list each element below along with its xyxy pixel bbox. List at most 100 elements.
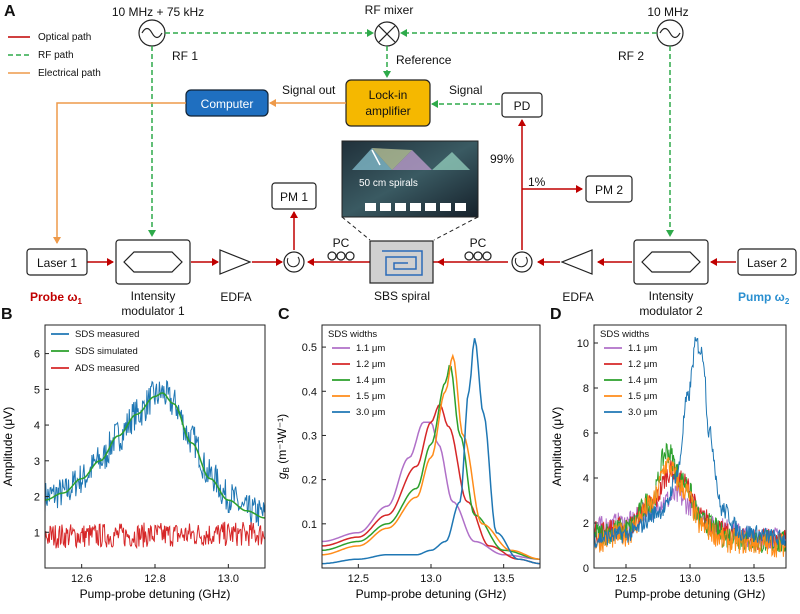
pct1-label: 1% <box>528 175 546 189</box>
legend-entry-1: 1.2 μm <box>356 359 385 370</box>
y-tick-label: 1 <box>34 527 40 539</box>
legend-entry-2: 1.4 μm <box>356 375 385 386</box>
y-tick-label: 4 <box>34 420 40 432</box>
x-tick-label: 13.5 <box>493 573 514 585</box>
optical-paths <box>87 119 736 266</box>
modulator2-icon <box>641 251 701 273</box>
modulator2-label-2: modulator 2 <box>639 304 703 318</box>
signal-label: Signal <box>449 83 482 97</box>
modulator1-label-2: modulator 1 <box>121 304 185 318</box>
edfa1-icon <box>219 249 252 275</box>
x-tick-label: 13.0 <box>420 573 441 585</box>
rf2-source-icon <box>656 19 684 47</box>
legend-entry-1: SDS simulated <box>75 346 138 357</box>
rf-paths <box>148 29 674 237</box>
edfa2-label: EDFA <box>562 290 593 304</box>
y-tick-label: 4 <box>583 473 589 485</box>
rf2-frequency: 10 MHz <box>647 5 688 19</box>
y-axis-label-unit: (m⁻¹W⁻¹) <box>275 414 289 467</box>
laser2-label: Laser 2 <box>747 256 787 270</box>
y-tick-label: 2 <box>34 492 40 504</box>
panel-d-label: D <box>550 306 562 323</box>
rf2-label: RF 2 <box>618 49 644 63</box>
x-tick-label: 12.5 <box>615 573 636 585</box>
legend-entry-3: 1.5 μm <box>356 391 385 402</box>
legend-entry-3: 1.5 μm <box>628 391 657 402</box>
series-line-4 <box>594 336 786 549</box>
legend-entry-0: 1.1 μm <box>628 343 657 354</box>
lockin-label-1: Lock-in <box>369 88 408 102</box>
panel-c-label: C <box>278 306 290 323</box>
rf1-frequency: 10 MHz + 75 kHz <box>112 5 204 19</box>
electrical-paths <box>53 99 346 244</box>
series-line-1 <box>322 403 540 565</box>
x-tick-label: 12.8 <box>144 573 165 585</box>
x-tick-label: 12.6 <box>71 573 92 585</box>
laser1-box <box>26 248 88 276</box>
modulator2-box <box>633 239 709 285</box>
legend-electrical: Electrical path <box>38 68 101 79</box>
rf-mixer-icon <box>374 21 400 47</box>
legend-title: SDS widths <box>328 329 377 340</box>
y-tick-label: 6 <box>34 349 40 361</box>
modulator1-box <box>115 239 191 285</box>
series-line-0 <box>322 421 540 560</box>
series-line-2 <box>45 521 265 550</box>
pm2-label: PM 2 <box>595 183 623 197</box>
pm2-box <box>585 175 633 203</box>
edfa1-label: EDFA <box>220 290 251 304</box>
panel-a-label: A <box>4 3 16 20</box>
zoom-line-right <box>433 216 479 241</box>
pc1-icon <box>327 251 355 261</box>
legend-entry-0: SDS measured <box>75 329 139 340</box>
laser1-label: Laser 1 <box>37 256 77 270</box>
y-tick-label: 3 <box>34 456 40 468</box>
x-axis-label: Pump-probe detuning (GHz) <box>80 587 231 601</box>
zoom-line-left <box>341 216 371 241</box>
circulator2-icon <box>511 251 533 273</box>
x-axis-label: Pump-probe detuning (GHz) <box>615 587 766 601</box>
rf-mixer-label: RF mixer <box>365 3 414 17</box>
laser2-box <box>737 248 797 276</box>
y-tick-label: 10 <box>577 338 589 350</box>
modulator1-label-1: Intensity <box>131 289 176 303</box>
spirals-label: 50 cm spirals <box>359 178 418 189</box>
y-axis-label: Amplitude (μV) <box>550 407 564 487</box>
modulator2-label-1: Intensity <box>649 289 694 303</box>
y-axis-label: gB (m⁻¹W⁻¹) <box>275 414 291 479</box>
legend-entry-1: 1.2 μm <box>628 359 657 370</box>
rf1-label: RF 1 <box>172 49 198 63</box>
y-axis-label-sub: B <box>282 467 291 472</box>
pct99-label: 99% <box>490 152 514 166</box>
legend-entry-4: 3.0 μm <box>628 407 657 418</box>
x-tick-label: 13.0 <box>679 573 700 585</box>
legend-rf: RF path <box>38 50 74 61</box>
plot-area <box>322 338 540 565</box>
y-tick-label: 0 <box>583 563 589 575</box>
reference-label: Reference <box>396 53 452 67</box>
legend-optical: Optical path <box>38 32 91 43</box>
y-tick-label: 0.4 <box>302 386 317 398</box>
pump-label: Pump ω2 <box>738 290 790 306</box>
panel-a: A Optical path RF path Electrical path 1… <box>4 3 797 318</box>
panel-b-label: B <box>1 306 13 323</box>
y-tick-label: 0.1 <box>302 519 317 531</box>
y-axis-label: Amplitude (μV) <box>1 407 15 487</box>
plot-area <box>45 379 265 550</box>
plot-area <box>594 336 786 558</box>
sbs-spiral-label: SBS spiral <box>374 289 430 303</box>
edfa2-icon <box>560 249 593 275</box>
x-tick-label: 13.5 <box>743 573 764 585</box>
x-tick-label: 12.5 <box>348 573 369 585</box>
legend-entry-4: 3.0 μm <box>356 407 385 418</box>
series-line-0 <box>45 379 265 527</box>
y-tick-label: 5 <box>34 384 40 396</box>
pc2-icon <box>464 251 492 261</box>
pm1-box <box>271 182 317 210</box>
x-tick-label: 13.0 <box>218 573 239 585</box>
legend-entry-2: ADS measured <box>75 363 139 374</box>
pd-label: PD <box>514 99 531 113</box>
lockin-label-2: amplifier <box>365 104 410 118</box>
